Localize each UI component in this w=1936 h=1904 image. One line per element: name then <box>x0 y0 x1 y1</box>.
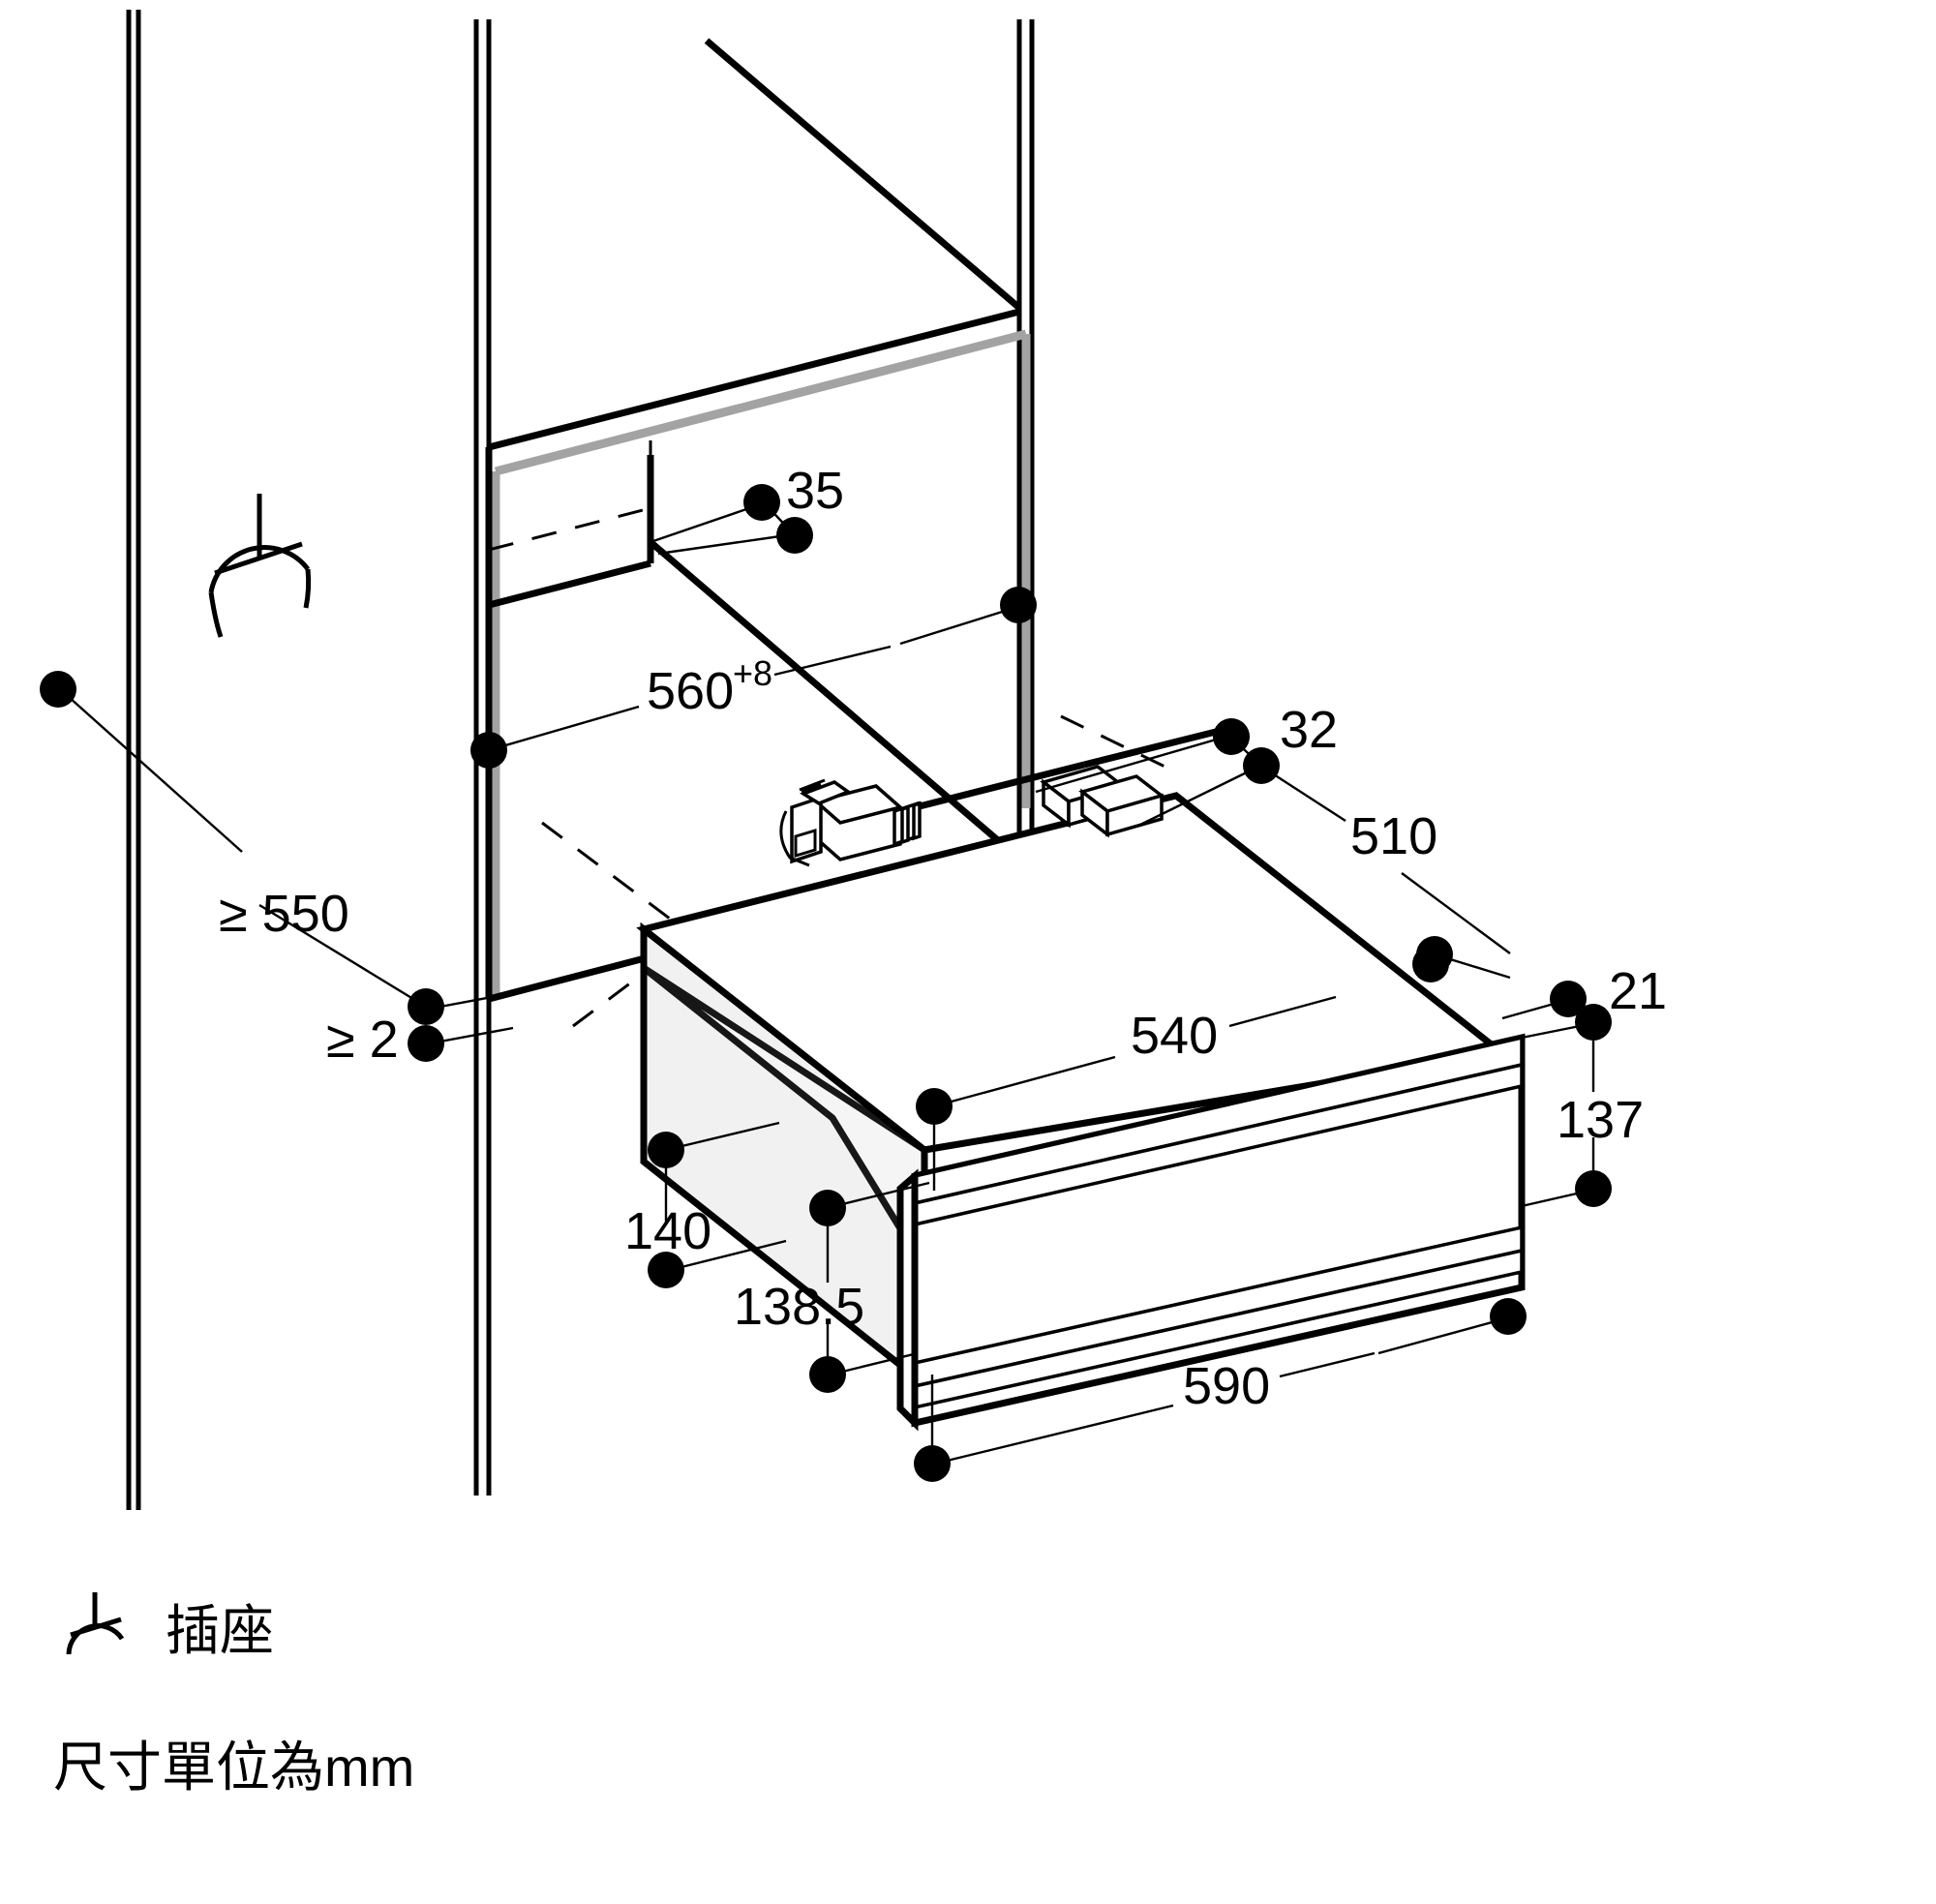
power-socket-symbol-drawing <box>208 494 312 638</box>
dimension-138-5-label: 138.5 <box>734 1278 864 1336</box>
dim-dot <box>470 732 507 769</box>
legend-units-row: 尺寸單位為mm <box>53 1724 731 1802</box>
dim-dot <box>1575 1170 1612 1207</box>
mains-plug <box>779 778 922 867</box>
dim-dot <box>1412 946 1449 982</box>
dimension-32: 32 <box>1035 701 1338 827</box>
dim-dot <box>743 484 780 521</box>
legend-units-label: 尺寸單位為mm <box>53 1737 415 1798</box>
dim-dot <box>809 1190 846 1226</box>
dimension-140: 140 <box>624 1121 787 1288</box>
wall-socket-box <box>1040 765 1165 838</box>
dim-dot <box>648 1132 684 1168</box>
dim-dot <box>914 1445 951 1482</box>
dimension-560: 560 +8 <box>470 587 1037 769</box>
dim-dot <box>408 1025 444 1062</box>
dimension-32-label: 32 <box>1280 701 1338 759</box>
legend-socket-row: 插座 <box>53 1583 731 1670</box>
power-cable <box>899 727 1221 815</box>
dimension-138-5: 138.5 <box>734 1181 930 1393</box>
dim-dot <box>1213 718 1250 755</box>
dim-dot <box>408 988 444 1025</box>
legend-block: 插座 尺寸單位為mm <box>53 1583 731 1802</box>
dim-dot <box>1575 1004 1612 1041</box>
dim-dot <box>809 1356 846 1393</box>
dimension-540-label: 540 <box>1131 1007 1218 1065</box>
dimension-510-label: 510 <box>1350 807 1437 865</box>
power-socket-icon <box>66 1592 125 1655</box>
dim-dot <box>40 671 76 708</box>
dimension-min-2-label: ≥ 2 <box>326 1011 399 1069</box>
dim-dot <box>1550 981 1587 1017</box>
dimension-137: 137 <box>1521 1024 1644 1208</box>
legend-socket-label: 插座 <box>166 1599 274 1661</box>
cabinet-carcass <box>473 19 1182 1496</box>
dimension-560-superscript: +8 <box>733 653 772 693</box>
dimension-min-550: ≥ 550 <box>40 671 427 1009</box>
drawer-front-panel <box>896 1033 1526 1432</box>
dimension-35: 35 <box>650 462 844 556</box>
dimension-590-label: 590 <box>1183 1357 1270 1415</box>
dimension-590: 590 <box>914 1298 1527 1482</box>
dim-dot <box>1243 747 1280 784</box>
dim-dot <box>1490 1298 1527 1335</box>
dimension-min-550-label: ≥ 550 <box>219 885 349 943</box>
left-wall <box>126 10 141 1510</box>
dim-dot <box>1000 587 1037 623</box>
dim-dot <box>648 1252 684 1288</box>
dimension-560-label: 560 <box>647 662 734 720</box>
dimension-min-2: ≥ 2 <box>326 988 514 1069</box>
dimension-137-label: 137 <box>1557 1091 1644 1149</box>
dimension-540: 540 <box>916 946 1449 1191</box>
dim-dot <box>776 517 813 554</box>
dimension-140-label: 140 <box>624 1202 711 1260</box>
dimension-35-label: 35 <box>786 462 844 520</box>
dimension-21: 21 <box>1501 962 1667 1041</box>
dimension-21-label: 21 <box>1609 962 1667 1020</box>
